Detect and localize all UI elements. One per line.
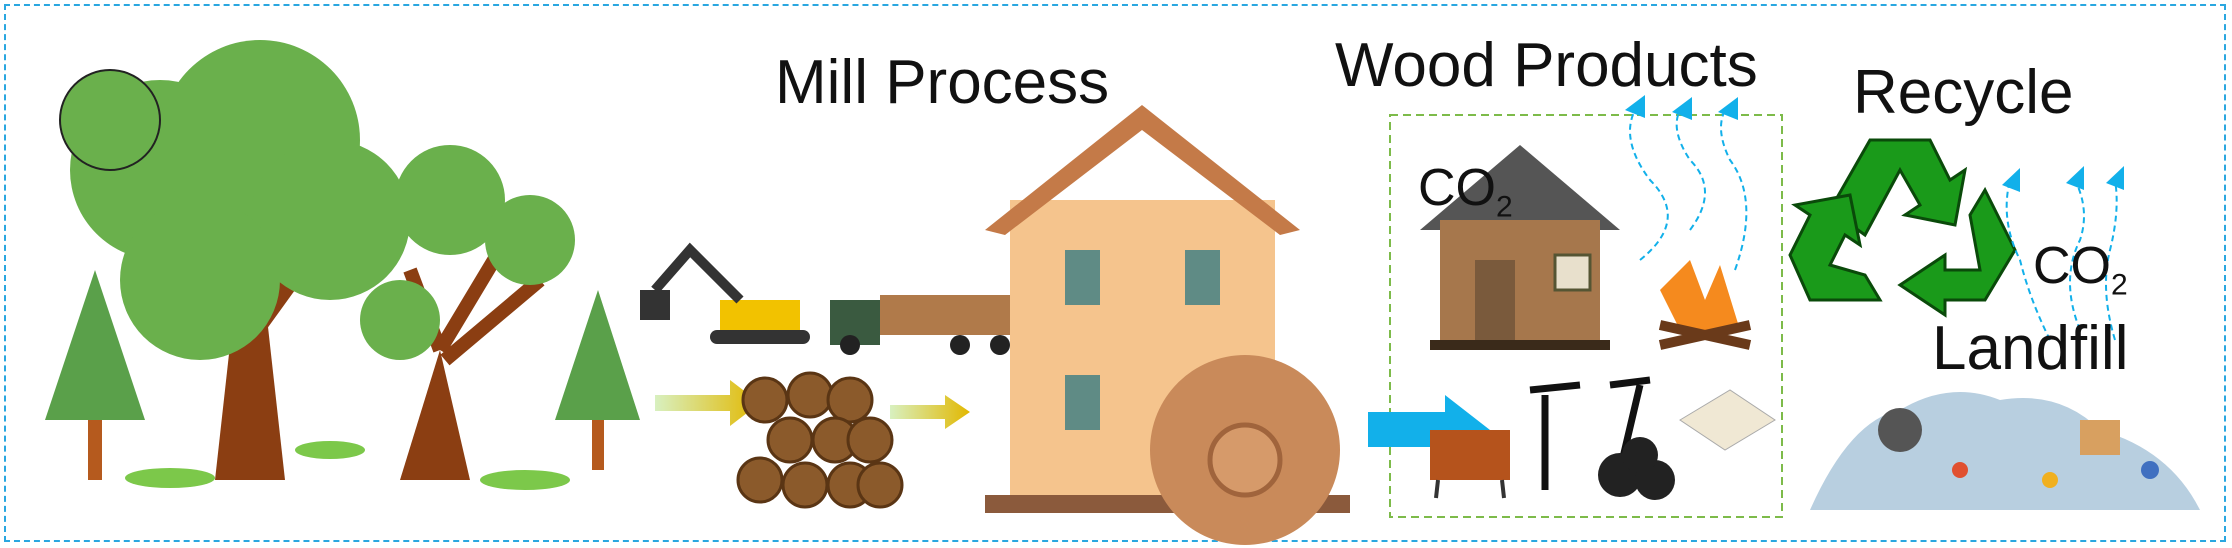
recycle-symbol-icon xyxy=(1788,138,2017,318)
arrow-to-logs-icon xyxy=(655,380,760,426)
mill-house-icon xyxy=(985,105,1350,513)
landfill-label: Landfill xyxy=(1932,314,2129,383)
campfire-icon xyxy=(1658,260,1752,350)
arrow-to-mill-icon xyxy=(890,395,970,429)
log-pile-icon xyxy=(736,371,904,509)
wood-products-box xyxy=(1389,114,1783,518)
wooden-cabin-icon xyxy=(1420,145,1620,350)
recycle-label: Recycle xyxy=(1853,58,2074,127)
utility-pole-icon xyxy=(1529,376,1651,490)
wood-products-label: Wood Products xyxy=(1335,31,1758,100)
diagram-border xyxy=(4,4,2226,542)
mill-process-label: Mill Process xyxy=(775,48,1110,117)
co2-label-landfill: CO2 xyxy=(2033,237,2128,302)
water-wheel-icon xyxy=(1150,355,1340,545)
co2-arrowheads-icon xyxy=(1625,95,2124,192)
paper-icon xyxy=(1679,389,1776,451)
forest-icon xyxy=(45,40,640,490)
logging-truck-icon xyxy=(830,295,1020,355)
harvester-icon xyxy=(640,242,810,344)
co2-emission-arrows-icon xyxy=(1629,109,2118,341)
furniture-icon xyxy=(1430,430,1510,499)
coal-icon xyxy=(1598,437,1675,500)
landfill-pile-icon xyxy=(1810,392,2200,510)
co2-label-products: CO2 xyxy=(1418,159,1513,224)
